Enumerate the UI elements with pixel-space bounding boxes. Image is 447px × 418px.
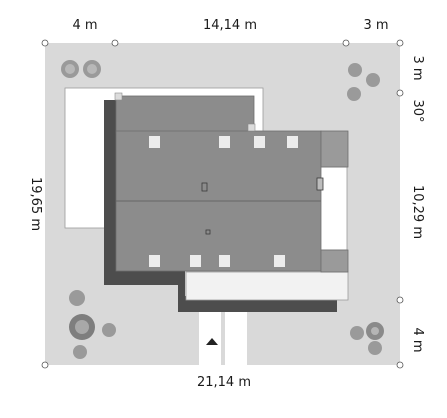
skylight xyxy=(190,255,201,267)
chimney xyxy=(201,182,208,192)
roof-garage-side xyxy=(320,249,349,273)
dimension-bottom: 21,14 m xyxy=(197,375,251,390)
tree-icon xyxy=(102,323,116,337)
tree-icon xyxy=(61,60,79,78)
skylight xyxy=(149,136,160,148)
tree-icon xyxy=(83,60,101,78)
tree-icon xyxy=(350,326,364,340)
skylight xyxy=(149,255,160,267)
tree-icon xyxy=(366,322,384,340)
dimension-top-center: 14,14 m xyxy=(203,18,257,33)
tree-icon xyxy=(366,73,380,87)
dimension-right-middle: 10,29 m xyxy=(410,185,425,239)
skylight xyxy=(254,136,265,148)
tree-icon xyxy=(368,341,382,355)
driveway-right xyxy=(225,312,247,365)
dimension-left: 19,65 m xyxy=(28,177,43,231)
dimension-right-top: 3 m xyxy=(410,55,425,80)
skylight xyxy=(219,136,230,148)
dimension-right-bottom: 4 m xyxy=(410,327,425,352)
terrace-corner xyxy=(247,123,256,132)
tree-icon xyxy=(73,345,87,359)
tree-icon xyxy=(347,87,361,101)
skylight xyxy=(287,136,298,148)
skylight xyxy=(274,255,285,267)
dimension-top-right: 3 m xyxy=(363,18,388,33)
roof-side-wing xyxy=(320,130,349,168)
dormer-vent xyxy=(316,177,324,191)
dimension-top-left: 4 m xyxy=(72,18,97,33)
tree-icon xyxy=(69,290,85,306)
garage-front xyxy=(185,271,349,301)
tree-icon xyxy=(348,63,362,77)
dimension-right-angle: 30° xyxy=(410,99,425,122)
entrance-arrow-icon xyxy=(206,338,218,345)
roof-upper-slope xyxy=(115,95,255,134)
terrace-corner xyxy=(114,92,123,101)
dimension-marks xyxy=(41,39,404,369)
driveway-left xyxy=(199,312,221,365)
side-terrace xyxy=(319,166,348,251)
skylight xyxy=(219,255,230,267)
tree-icon xyxy=(69,314,95,340)
vent xyxy=(205,229,211,235)
